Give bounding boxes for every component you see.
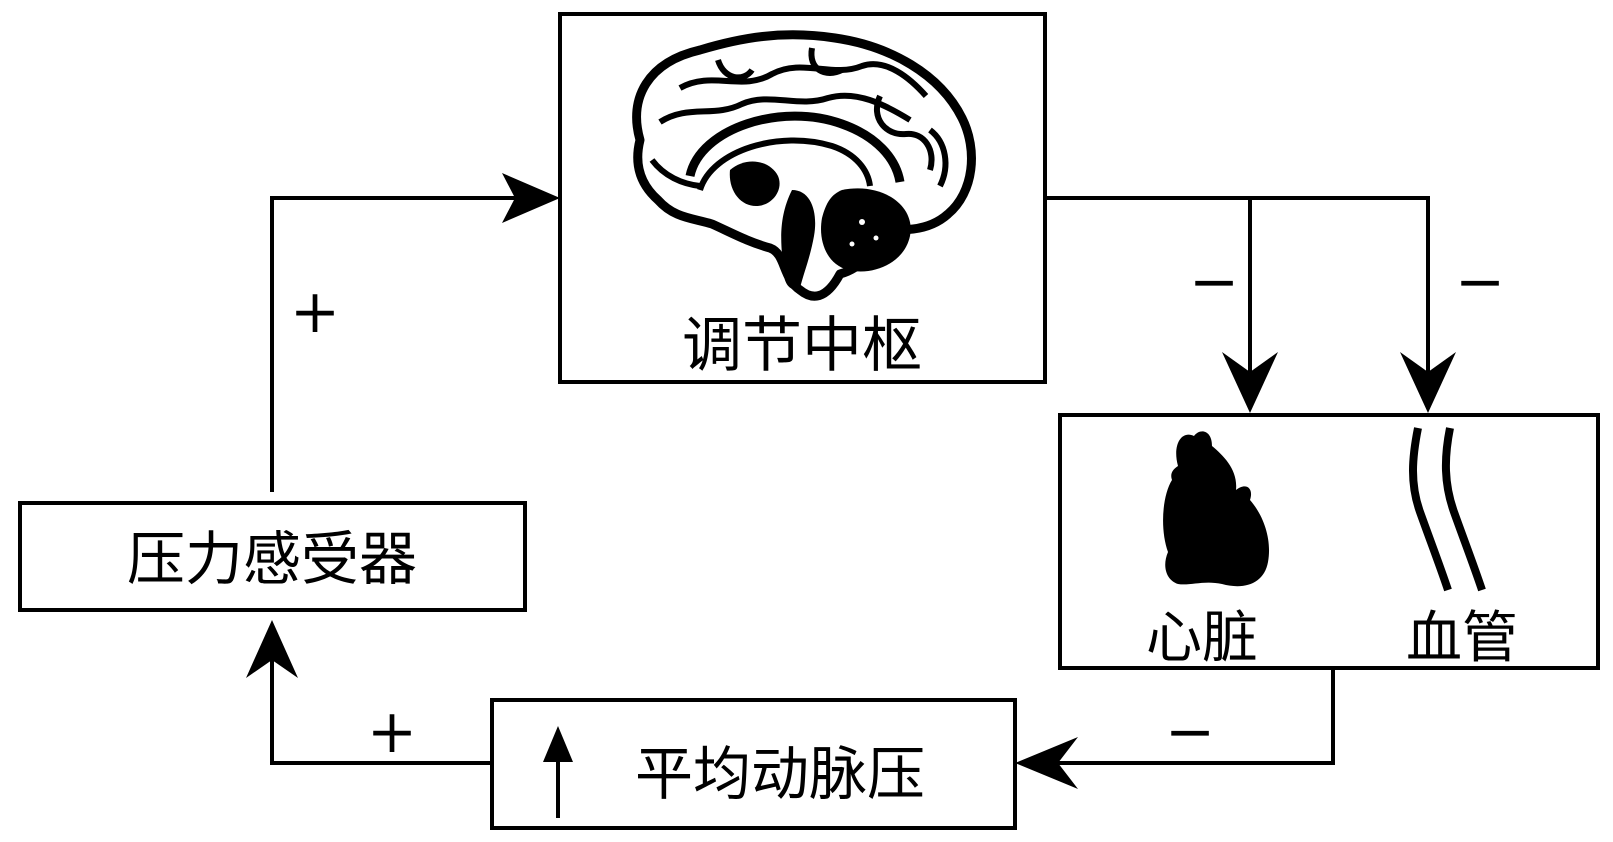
sign-center-to-vessel: − xyxy=(1455,247,1505,317)
sign-effectors-to-pressure: − xyxy=(1165,697,1215,767)
center-label: 调节中枢 xyxy=(682,311,922,381)
connector-effectors-to-pressure xyxy=(1055,668,1335,765)
pressure-label: 平均动脉压 xyxy=(635,740,925,808)
sign-center-to-heart: − xyxy=(1189,247,1239,317)
blood-vessel-icon xyxy=(1409,427,1486,592)
receptor-label: 压力感受器 xyxy=(127,525,417,593)
connector-center-to-effectors xyxy=(1045,196,1430,372)
heart-label: 心脏 xyxy=(1146,606,1258,671)
arrowhead-effectors-to-pressure xyxy=(1015,737,1078,789)
effectors-box xyxy=(1058,413,1600,670)
arrowhead-center-to-vessel xyxy=(1400,352,1456,413)
receptor-box xyxy=(18,501,527,612)
pressure-box xyxy=(490,698,1017,830)
brain-icon xyxy=(632,30,976,301)
connector-receptor-to-center xyxy=(270,196,515,492)
arrowhead-center-to-heart xyxy=(1222,352,1278,413)
arrowhead-pressure-to-receptor xyxy=(246,620,298,678)
sign-pressure-to-receptor: + xyxy=(367,697,417,767)
arrowhead-receptor-to-center xyxy=(502,173,560,223)
sign-receptor-to-center: + xyxy=(290,277,340,347)
connector-pressure-to-receptor xyxy=(270,660,492,765)
vessel-label: 血管 xyxy=(1406,606,1518,671)
up-arrow-icon xyxy=(543,726,573,818)
heart-icon xyxy=(1163,431,1270,587)
